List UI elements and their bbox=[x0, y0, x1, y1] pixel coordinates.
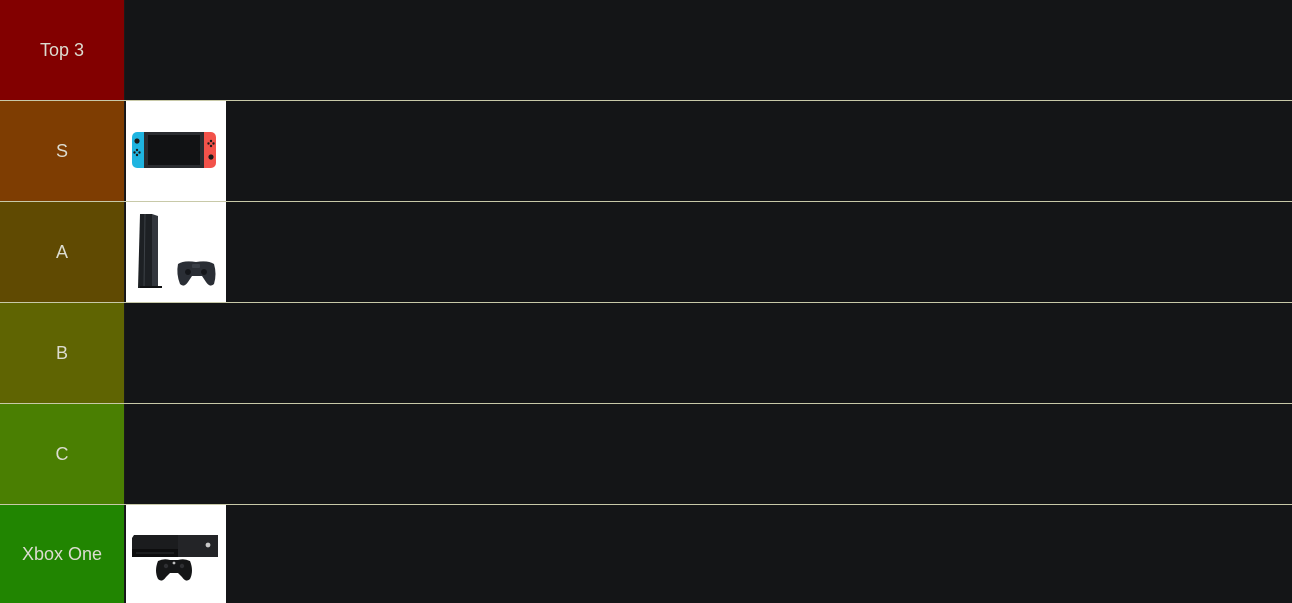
tier-divider bbox=[0, 403, 1292, 404]
tier-divider bbox=[0, 100, 1292, 101]
playstation-4-item[interactable] bbox=[126, 202, 226, 302]
tier-items-top-3[interactable] bbox=[125, 0, 1292, 100]
tier-row-top-3: Top 3 bbox=[0, 0, 1292, 100]
tier-label-c[interactable]: C bbox=[0, 404, 125, 504]
xbox-one-item[interactable] bbox=[126, 505, 226, 603]
tier-row-b: B bbox=[0, 303, 1292, 403]
tier-divider bbox=[0, 302, 1292, 303]
playstation-4-icon bbox=[138, 213, 216, 289]
tier-label-b[interactable]: B bbox=[0, 303, 125, 403]
tier-row-a: A bbox=[0, 202, 1292, 302]
tier-label-a[interactable]: A bbox=[0, 202, 125, 302]
tier-divider bbox=[0, 201, 1292, 202]
tier-divider bbox=[0, 504, 1292, 505]
tier-label-xbox-one[interactable]: Xbox One bbox=[0, 505, 125, 603]
tier-items-xbox-one[interactable] bbox=[125, 505, 1292, 603]
nintendo-switch-item[interactable] bbox=[126, 101, 226, 201]
xbox-one-icon bbox=[132, 535, 218, 581]
tier-row-c: C bbox=[0, 404, 1292, 504]
tier-row-xbox-one: Xbox One bbox=[0, 505, 1292, 603]
tier-label-s[interactable]: S bbox=[0, 101, 125, 201]
tier-row-s: S bbox=[0, 101, 1292, 201]
tier-items-b[interactable] bbox=[125, 303, 1292, 403]
tier-label-top-3[interactable]: Top 3 bbox=[0, 0, 125, 100]
tier-items-c[interactable] bbox=[125, 404, 1292, 504]
nintendo-switch-icon bbox=[132, 132, 216, 168]
tier-items-s[interactable] bbox=[125, 101, 1292, 201]
tier-items-a[interactable] bbox=[125, 202, 1292, 302]
